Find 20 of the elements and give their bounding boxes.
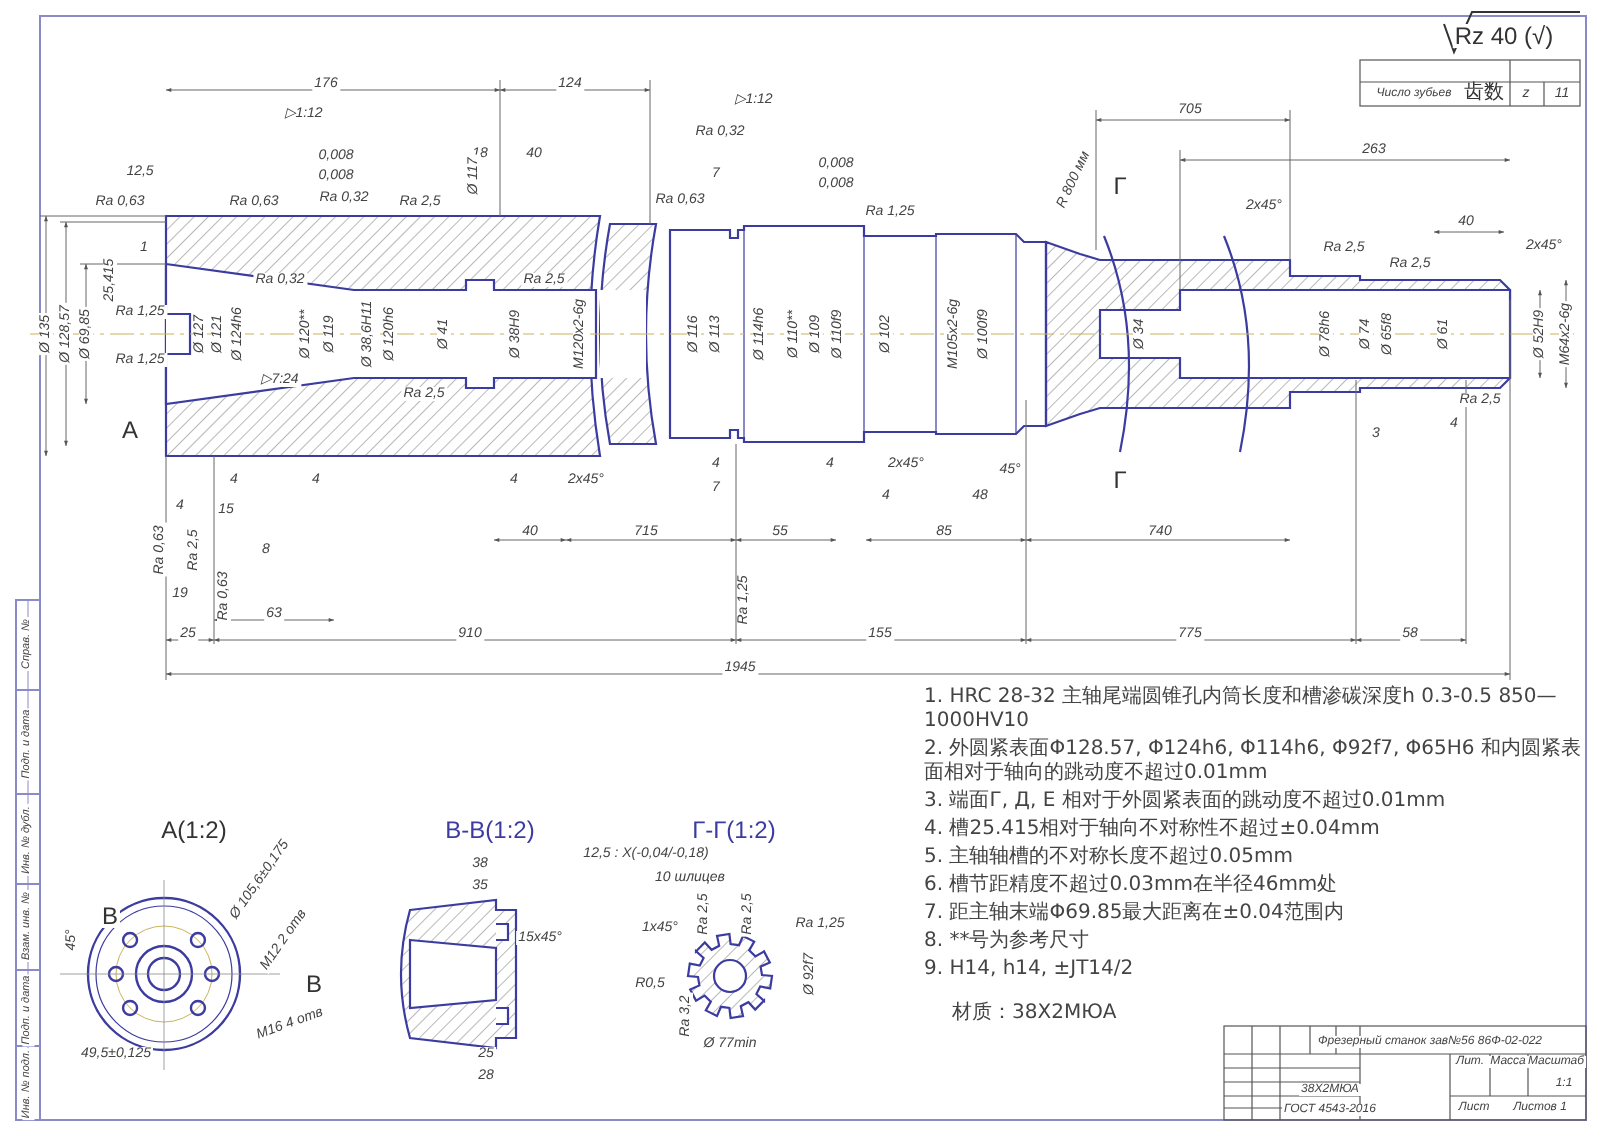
technical-note: 8. **号为参考尺寸 <box>924 930 1092 954</box>
technical-note: 3. 端面Г, Д, Е 相对于外圆紧表面的跳动度不超过0.01mm <box>924 790 1448 814</box>
view-title: Г <box>1111 174 1129 198</box>
view-title: A <box>120 418 140 442</box>
technical-note: 9. H14, h14, ±JT14/2 <box>924 958 1136 982</box>
technical-note: 2. 外圆紧表面Φ128.57, Φ124h6, Φ114h6, Φ92f7, Φ65H6 和内圆紧表面相对于轴向的跳动度不超过0.01mm <box>924 738 1583 786</box>
table-text: 齿数 <box>1462 84 1506 104</box>
view-title: B <box>100 904 120 928</box>
technical-note: 1. HRC 28-32 主轴尾端圆锥孔内筒长度和槽渗碳深度h 0.3-0.5 850—1000HV10 <box>924 686 1559 734</box>
view-title: B-B(1:2) <box>443 818 537 842</box>
technical-note: 6. 槽节距精度不超过0.03mm在半径46mm处 <box>924 874 1340 898</box>
view-title: A(1:2) <box>159 818 229 842</box>
view-title: Rz 40 (√) <box>1452 24 1556 48</box>
technical-note: 7. 距主轴末端Φ69.85最大距离在±0.04范围内 <box>924 902 1346 926</box>
view-title: Г <box>1111 468 1129 492</box>
technical-note: 4. 槽25.415相对于轴向不对称性不超过±0.04mm <box>924 818 1382 842</box>
view-title: Г-Г(1:2) <box>690 818 778 842</box>
view-title: B <box>304 972 324 996</box>
technical-note: 5. 主轴轴槽的不对称长度不超过0.05mm <box>924 846 1295 870</box>
technical-note: 材质：38X2MЮA <box>950 1002 1119 1026</box>
